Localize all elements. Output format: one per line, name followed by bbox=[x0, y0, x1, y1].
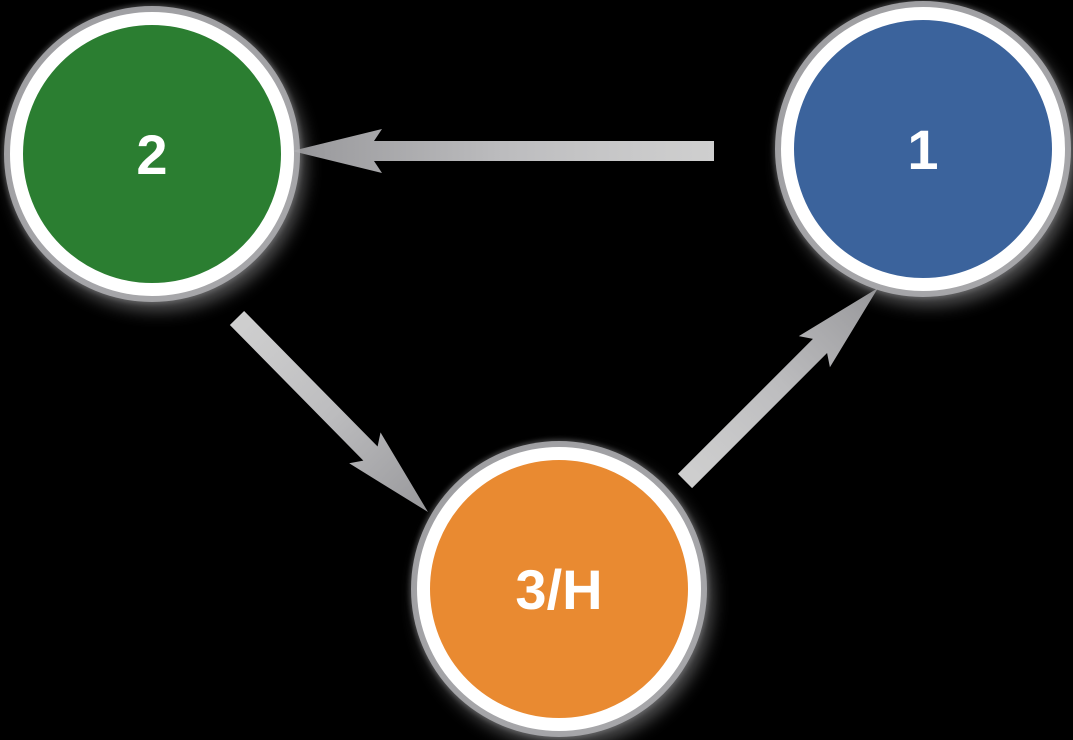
node-3h-orange-circle: 3/H bbox=[417, 447, 701, 731]
arrow-3-to-1 bbox=[677, 288, 878, 489]
arrow-2-to-3 bbox=[229, 310, 428, 512]
node-2-label: 2 bbox=[136, 122, 168, 186]
arrow-1-to-2 bbox=[292, 129, 714, 173]
node-1-label: 1 bbox=[907, 117, 939, 181]
node-2-green-circle: 2 bbox=[10, 12, 294, 296]
node-3h-label: 3/H bbox=[515, 557, 603, 621]
node-1-blue-circle: 1 bbox=[781, 7, 1065, 291]
